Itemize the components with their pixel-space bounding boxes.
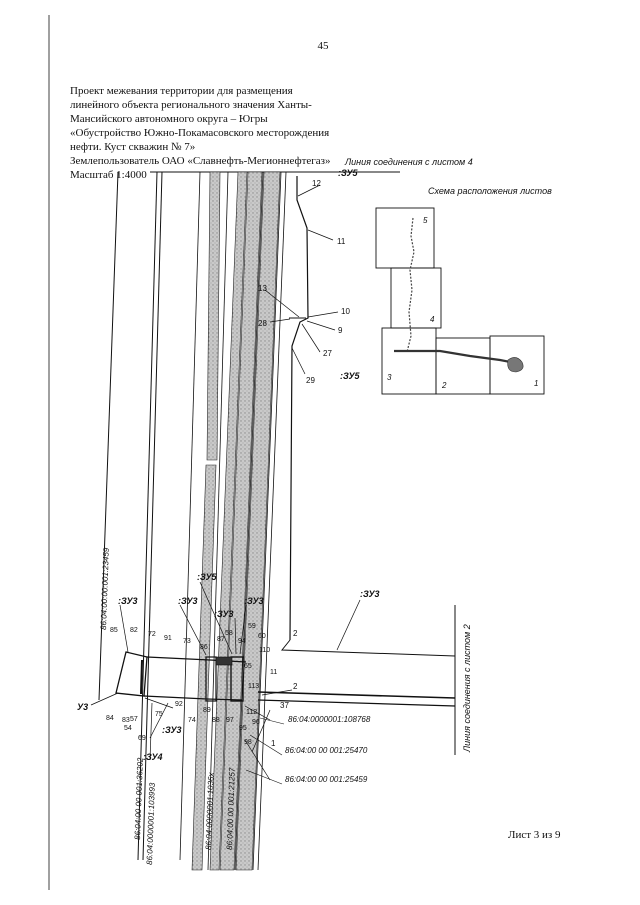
scheme-sheet-number: 1 <box>534 379 538 388</box>
scheme-sheet-number: 5 <box>423 216 428 225</box>
point-label: 87 <box>217 636 225 643</box>
point-label: 27 <box>323 349 332 358</box>
plot-label-zu3: :ЗУ3 <box>214 609 234 619</box>
point-label: 72 <box>148 631 156 638</box>
plot-label-zu4: :ЗУ4 <box>143 752 163 762</box>
title-block: Проект межевания территории для размещен… <box>70 85 331 181</box>
title-line: «Обустройство Южно-Покамасовского местор… <box>70 127 329 139</box>
scheme-sheet-number: 3 <box>387 373 392 382</box>
point-label: 110 <box>259 647 270 654</box>
point-label: 94 <box>238 638 246 645</box>
title-line: линейного объекта регионального значения… <box>70 99 312 111</box>
cadastral-number: 86:04:00 00 001:36202 <box>133 757 145 840</box>
point-label: 75 <box>155 711 163 718</box>
point-label: 2 <box>293 629 298 638</box>
scheme-sheet-3 <box>381 327 437 395</box>
title-line: Проект межевания территории для размещен… <box>70 85 293 97</box>
point-label: 69 <box>138 735 146 742</box>
point-label: 28 <box>258 319 267 328</box>
title-line: Мансийского автономного округа – Югры <box>70 113 268 125</box>
plot-label-zu5-top: :ЗУ5 <box>338 168 359 178</box>
point-label: 98 <box>244 739 252 746</box>
point-label: 1 <box>271 739 276 748</box>
point-label: 11 <box>337 237 346 246</box>
scheme-sheet-number: 4 <box>430 315 435 324</box>
point-label: 97 <box>226 717 234 724</box>
point-label: 37 <box>280 701 289 710</box>
cadastral-number: 86:04:00:00:001:23459 <box>99 547 111 630</box>
point-label: 29 <box>306 376 315 385</box>
title-line: нефти. Куст скважин № 7» <box>70 141 195 153</box>
point-label: 74 <box>188 717 196 724</box>
cadastral-number: 86:04:0000001:1036х <box>204 771 216 850</box>
cadastral-number: 86:04:0000001:108768 <box>288 715 371 724</box>
cadastral-labels: 86:04:00:00:001:23459 86:04:00 00 001:36… <box>99 547 371 865</box>
land-user-line: Землепользователь ОАО «Славнефть-Мегионн… <box>70 155 331 167</box>
point-label: 84 <box>106 715 114 722</box>
sheet-link-label-2: Линия соединения с листом 2 <box>462 624 472 753</box>
plot-label-zu3: :ЗУ3 <box>244 596 264 606</box>
point-label: 113 <box>248 683 259 690</box>
plot-label-zu3: :ЗУ3 <box>118 596 138 606</box>
scheme-title: Схема расположения листов <box>428 186 552 196</box>
scale-line: Масштаб 1:4000 <box>70 169 147 181</box>
cadastral-number: 86:04:00 00 001:21257 <box>225 767 237 850</box>
plot-zu5-outline <box>264 176 339 641</box>
point-label: 59 <box>248 623 256 630</box>
plot-label-zu5-low: :ЗУ5 <box>340 371 361 381</box>
plot-zu3-zu4-cluster <box>90 581 271 781</box>
scheme-sheet-1 <box>489 335 545 395</box>
point-label: 10 <box>341 307 350 316</box>
point-label: 89 <box>203 707 211 714</box>
point-label: 57 <box>130 716 138 723</box>
road-lines <box>98 171 201 861</box>
point-label: 73 <box>183 638 191 645</box>
point-label: 2 <box>293 682 298 691</box>
point-label: 11 <box>270 669 277 676</box>
cadastral-number: 86:04:00 00 001:25459 <box>285 775 368 784</box>
plot-label-zu3-cut: У3 <box>77 702 88 712</box>
point-label: 96 <box>252 719 260 726</box>
plot-label-zu3: :ЗУ3 <box>178 596 198 606</box>
sheet-counter: Лист 3 из 9 <box>508 829 561 841</box>
point-label: 13 <box>258 284 267 293</box>
plot-zu3-branch <box>257 599 456 707</box>
plot-label-zu3: :ЗУ3 <box>162 725 182 735</box>
point-label: 65 <box>244 663 252 670</box>
cluster-point-labels: 85 82 72 91 84 83 57 54 69 75 92 73 74 8… <box>106 623 277 746</box>
cadastral-number: 86:04:00 00 001:25470 <box>285 746 368 755</box>
point-label: 95 <box>239 725 247 732</box>
point-label: 91 <box>164 635 172 642</box>
point-label: 82 <box>130 627 138 634</box>
sheet-link-label-4: Линия соединения с листом 4 <box>344 157 473 167</box>
point-label: 12 <box>312 179 321 188</box>
point-label: 86 <box>200 644 208 651</box>
point-label: 92 <box>175 701 183 708</box>
point-label: 54 <box>124 725 132 732</box>
point-label: 88 <box>212 717 220 724</box>
point-label: 112 <box>246 709 257 716</box>
point-label: 9 <box>338 326 343 335</box>
sheet-layout-scheme: Схема расположения листов 5 4 3 2 1 <box>375 186 552 395</box>
pipeline-corridor <box>191 171 287 871</box>
plot-label-zu3-right: :ЗУ3 <box>360 589 380 599</box>
page-number: 45 <box>318 40 330 52</box>
point-label: 83 <box>122 717 130 724</box>
plot-label-zu5: :ЗУ5 <box>197 572 218 582</box>
cadastral-number: 86:04:0000001:103993 <box>145 782 157 865</box>
point-label: 85 <box>110 627 118 634</box>
scheme-sheet-number: 2 <box>441 381 447 390</box>
point-label: 60 <box>258 633 266 640</box>
point-label: 58 <box>225 630 233 637</box>
